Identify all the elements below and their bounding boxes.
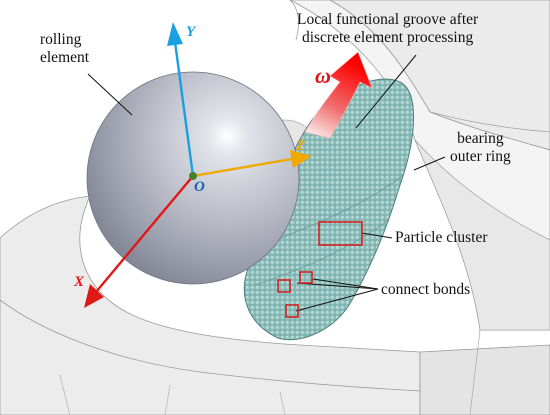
- rolling-element-label-line2: element: [40, 49, 90, 66]
- bond-box-2: [277, 279, 291, 293]
- x-arrowhead: [84, 284, 104, 308]
- coordinate-axes: [84, 22, 312, 308]
- groove-label: Local functional groove after discrete e…: [297, 11, 478, 47]
- connect-bonds-label: connect bonds: [381, 281, 471, 298]
- outer-ring-label: bearing outer ring: [450, 130, 511, 166]
- y-axis-label: Y: [186, 24, 196, 40]
- y-axis: [173, 41, 195, 177]
- leader-lines: [87, 54, 446, 312]
- x-axis-label: X: [74, 274, 85, 290]
- z-axis: [192, 157, 293, 178]
- y-arrowhead: [167, 22, 183, 46]
- x-axis: [95, 175, 194, 293]
- highlight-boxes: [277, 221, 363, 318]
- omega-label: ω: [315, 63, 331, 88]
- bond-box-1: [299, 271, 313, 284]
- particle-cluster-box: [318, 221, 363, 246]
- z-arrowhead: [290, 150, 312, 168]
- origin-label: O: [194, 179, 205, 195]
- particle-cluster-label: Particle cluster: [395, 229, 488, 246]
- bond-box-3: [285, 304, 299, 318]
- rolling-element-label-line1: rolling: [40, 31, 82, 48]
- outer-ring-label-line2: outer ring: [450, 148, 511, 165]
- groove-label-line1: Local functional groove after: [297, 11, 479, 28]
- z-axis-label: Z: [296, 138, 306, 154]
- rotation-arrow: [304, 51, 373, 139]
- groove-label-line2: discrete element processing: [301, 29, 474, 46]
- outer-ring-label-line1: bearing: [457, 130, 504, 147]
- rolling-element-label: rolling element: [40, 31, 89, 67]
- origin-point: [189, 172, 197, 180]
